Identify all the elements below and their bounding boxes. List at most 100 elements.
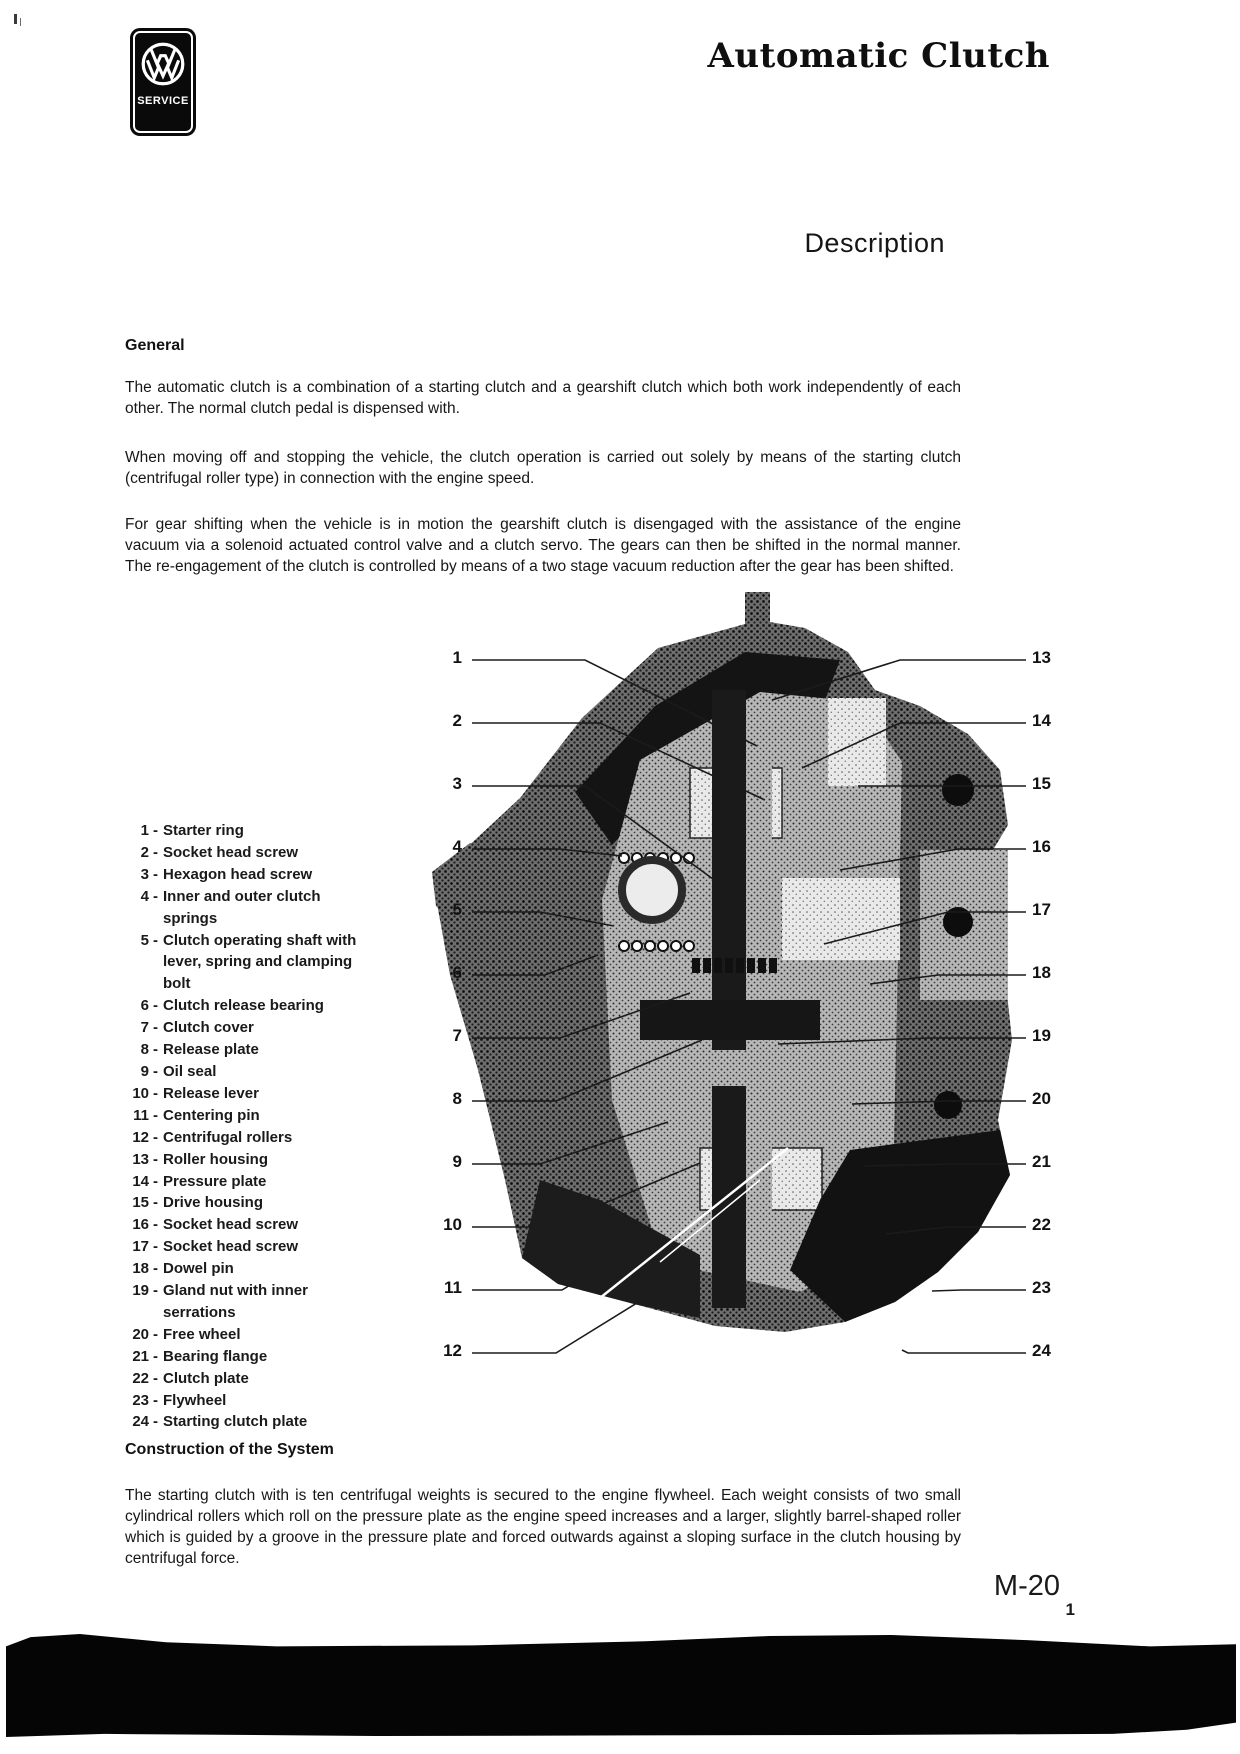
parts-list-item: 10 - Release lever: [125, 1083, 375, 1105]
vw-service-logo: SERVICE: [130, 28, 196, 136]
diagram-callout-14: 14: [1032, 711, 1051, 730]
construction-heading: Construction of the System: [125, 1441, 334, 1458]
vw-roundel-icon: [141, 42, 185, 86]
part-number: 13: [132, 1150, 149, 1168]
diagram-callout-6: 6: [452, 963, 462, 982]
part-separator: -: [153, 1325, 158, 1343]
part-number: 8: [140, 1041, 149, 1059]
part-separator: -: [153, 1128, 158, 1146]
parts-list-item: 14 - Pressure plate: [125, 1171, 375, 1193]
diagram-callout-19: 19: [1032, 1026, 1051, 1045]
part-label: Centrifugal rollers: [163, 1128, 293, 1146]
part-separator: -: [153, 1260, 158, 1278]
parts-list-item: 20 - Free wheel: [125, 1324, 375, 1346]
part-label: Inner and outer clutch springs: [163, 887, 321, 927]
part-label: Release plate: [163, 1041, 259, 1059]
part-separator: -: [153, 1369, 158, 1387]
page-code: M-20: [993, 1570, 1060, 1602]
part-number: 2: [140, 843, 149, 861]
part-separator: -: [153, 1347, 158, 1365]
part-number: 22: [132, 1369, 149, 1387]
general-paragraph-1: The automatic clutch is a combination of…: [125, 379, 961, 417]
diagram-callout-17: 17: [1032, 900, 1051, 919]
part-label: Socket head screw: [163, 1216, 299, 1234]
part-label: Release lever: [163, 1084, 259, 1102]
part-separator: -: [153, 1216, 158, 1234]
part-number: 21: [132, 1347, 149, 1365]
parts-list-item: 19 - Gland nut with inner serrations: [125, 1280, 375, 1324]
part-label: Clutch plate: [163, 1369, 249, 1387]
part-number: 4: [140, 887, 149, 905]
general-heading: General: [125, 337, 185, 354]
parts-list: 1 - Starter ring 2 - Socket head screw 3…: [125, 820, 375, 1433]
part-number: 19: [132, 1282, 149, 1300]
part-label: Flywheel: [163, 1391, 227, 1409]
parts-list-item: 16 - Socket head screw: [125, 1214, 375, 1236]
part-separator: -: [153, 997, 158, 1015]
parts-list-item: 8 - Release plate: [125, 1039, 375, 1061]
part-separator: -: [153, 1019, 158, 1037]
construction-paragraph: The starting clutch with is ten centrifu…: [125, 1487, 961, 1567]
general-paragraph-3: For gear shifting when the vehicle is in…: [125, 516, 961, 575]
part-label: Gland nut with inner serrations: [163, 1282, 308, 1321]
part-label: Starter ring: [163, 822, 244, 839]
part-number: 20: [132, 1325, 149, 1343]
scan-artifact-bottom-bar: [6, 1634, 1236, 1737]
diagram-callout-1: 1: [452, 648, 462, 667]
part-number: 18: [132, 1260, 149, 1278]
parts-list-item: 1 - Starter ring: [125, 820, 375, 842]
diagram-callout-18: 18: [1032, 963, 1051, 982]
part-label: Bearing flange: [163, 1347, 268, 1365]
part-separator: -: [153, 1106, 158, 1124]
part-label: Oil seal: [163, 1062, 217, 1080]
diagram-callout-15: 15: [1032, 774, 1051, 793]
diagram-callout-13: 13: [1032, 648, 1051, 667]
part-separator: -: [153, 1194, 158, 1212]
part-label: Centering pin: [163, 1106, 260, 1124]
parts-list-item: 22 - Clutch plate: [125, 1368, 375, 1390]
diagram-callout-24: 24: [1032, 1341, 1051, 1360]
diagram-callout-2: 2: [452, 711, 462, 730]
part-separator: -: [153, 843, 158, 861]
part-label: Free wheel: [163, 1325, 241, 1343]
parts-list-item: 5 - Clutch operating shaft with lever, s…: [125, 930, 375, 996]
parts-list-item: 11 - Centering pin: [125, 1105, 375, 1127]
logo-service-label: SERVICE: [137, 95, 189, 107]
general-paragraph-2: When moving off and stopping the vehicle…: [125, 449, 961, 487]
part-number: 15: [132, 1194, 149, 1212]
part-number: 23: [132, 1391, 149, 1409]
part-label: Clutch cover: [163, 1019, 254, 1037]
part-number: 12: [132, 1128, 149, 1146]
part-number: 11: [133, 1106, 149, 1124]
part-label: Pressure plate: [163, 1172, 267, 1190]
part-separator: -: [153, 1413, 158, 1431]
part-separator: -: [153, 931, 158, 949]
diagram-callout-8: 8: [452, 1089, 462, 1108]
part-number: 17: [132, 1238, 149, 1256]
part-number: 14: [132, 1172, 149, 1190]
diagram-callout-11: 11: [444, 1278, 462, 1297]
part-separator: -: [153, 1282, 158, 1300]
part-label: Roller housing: [163, 1150, 268, 1168]
diagram-callout-12: 12: [443, 1341, 462, 1360]
diagram-callout-7: 7: [452, 1026, 462, 1045]
diagram-callout-22: 22: [1032, 1215, 1051, 1234]
part-number: 5: [140, 931, 149, 949]
part-number: 6: [140, 997, 149, 1015]
clutch-cross-section-diagram: [432, 592, 1026, 1354]
parts-list-item: 9 - Oil seal: [125, 1061, 375, 1083]
diagram-callout-21: 21: [1032, 1152, 1051, 1171]
parts-list-item: 18 - Dowel pin: [125, 1258, 375, 1280]
parts-list-item: 2 - Socket head screw: [125, 842, 375, 864]
part-label: Clutch release bearing: [163, 997, 324, 1015]
part-label: Hexagon head screw: [163, 865, 313, 883]
part-number: 24: [132, 1413, 149, 1431]
diagram-callout-10: 10: [443, 1215, 462, 1234]
part-separator: -: [153, 1238, 158, 1256]
parts-list-item: 23 - Flywheel: [125, 1390, 375, 1412]
vw-service-logo-frame: SERVICE: [133, 31, 193, 133]
part-number: 10: [132, 1084, 149, 1102]
part-number: 3: [140, 865, 149, 883]
part-separator: -: [153, 1084, 158, 1102]
